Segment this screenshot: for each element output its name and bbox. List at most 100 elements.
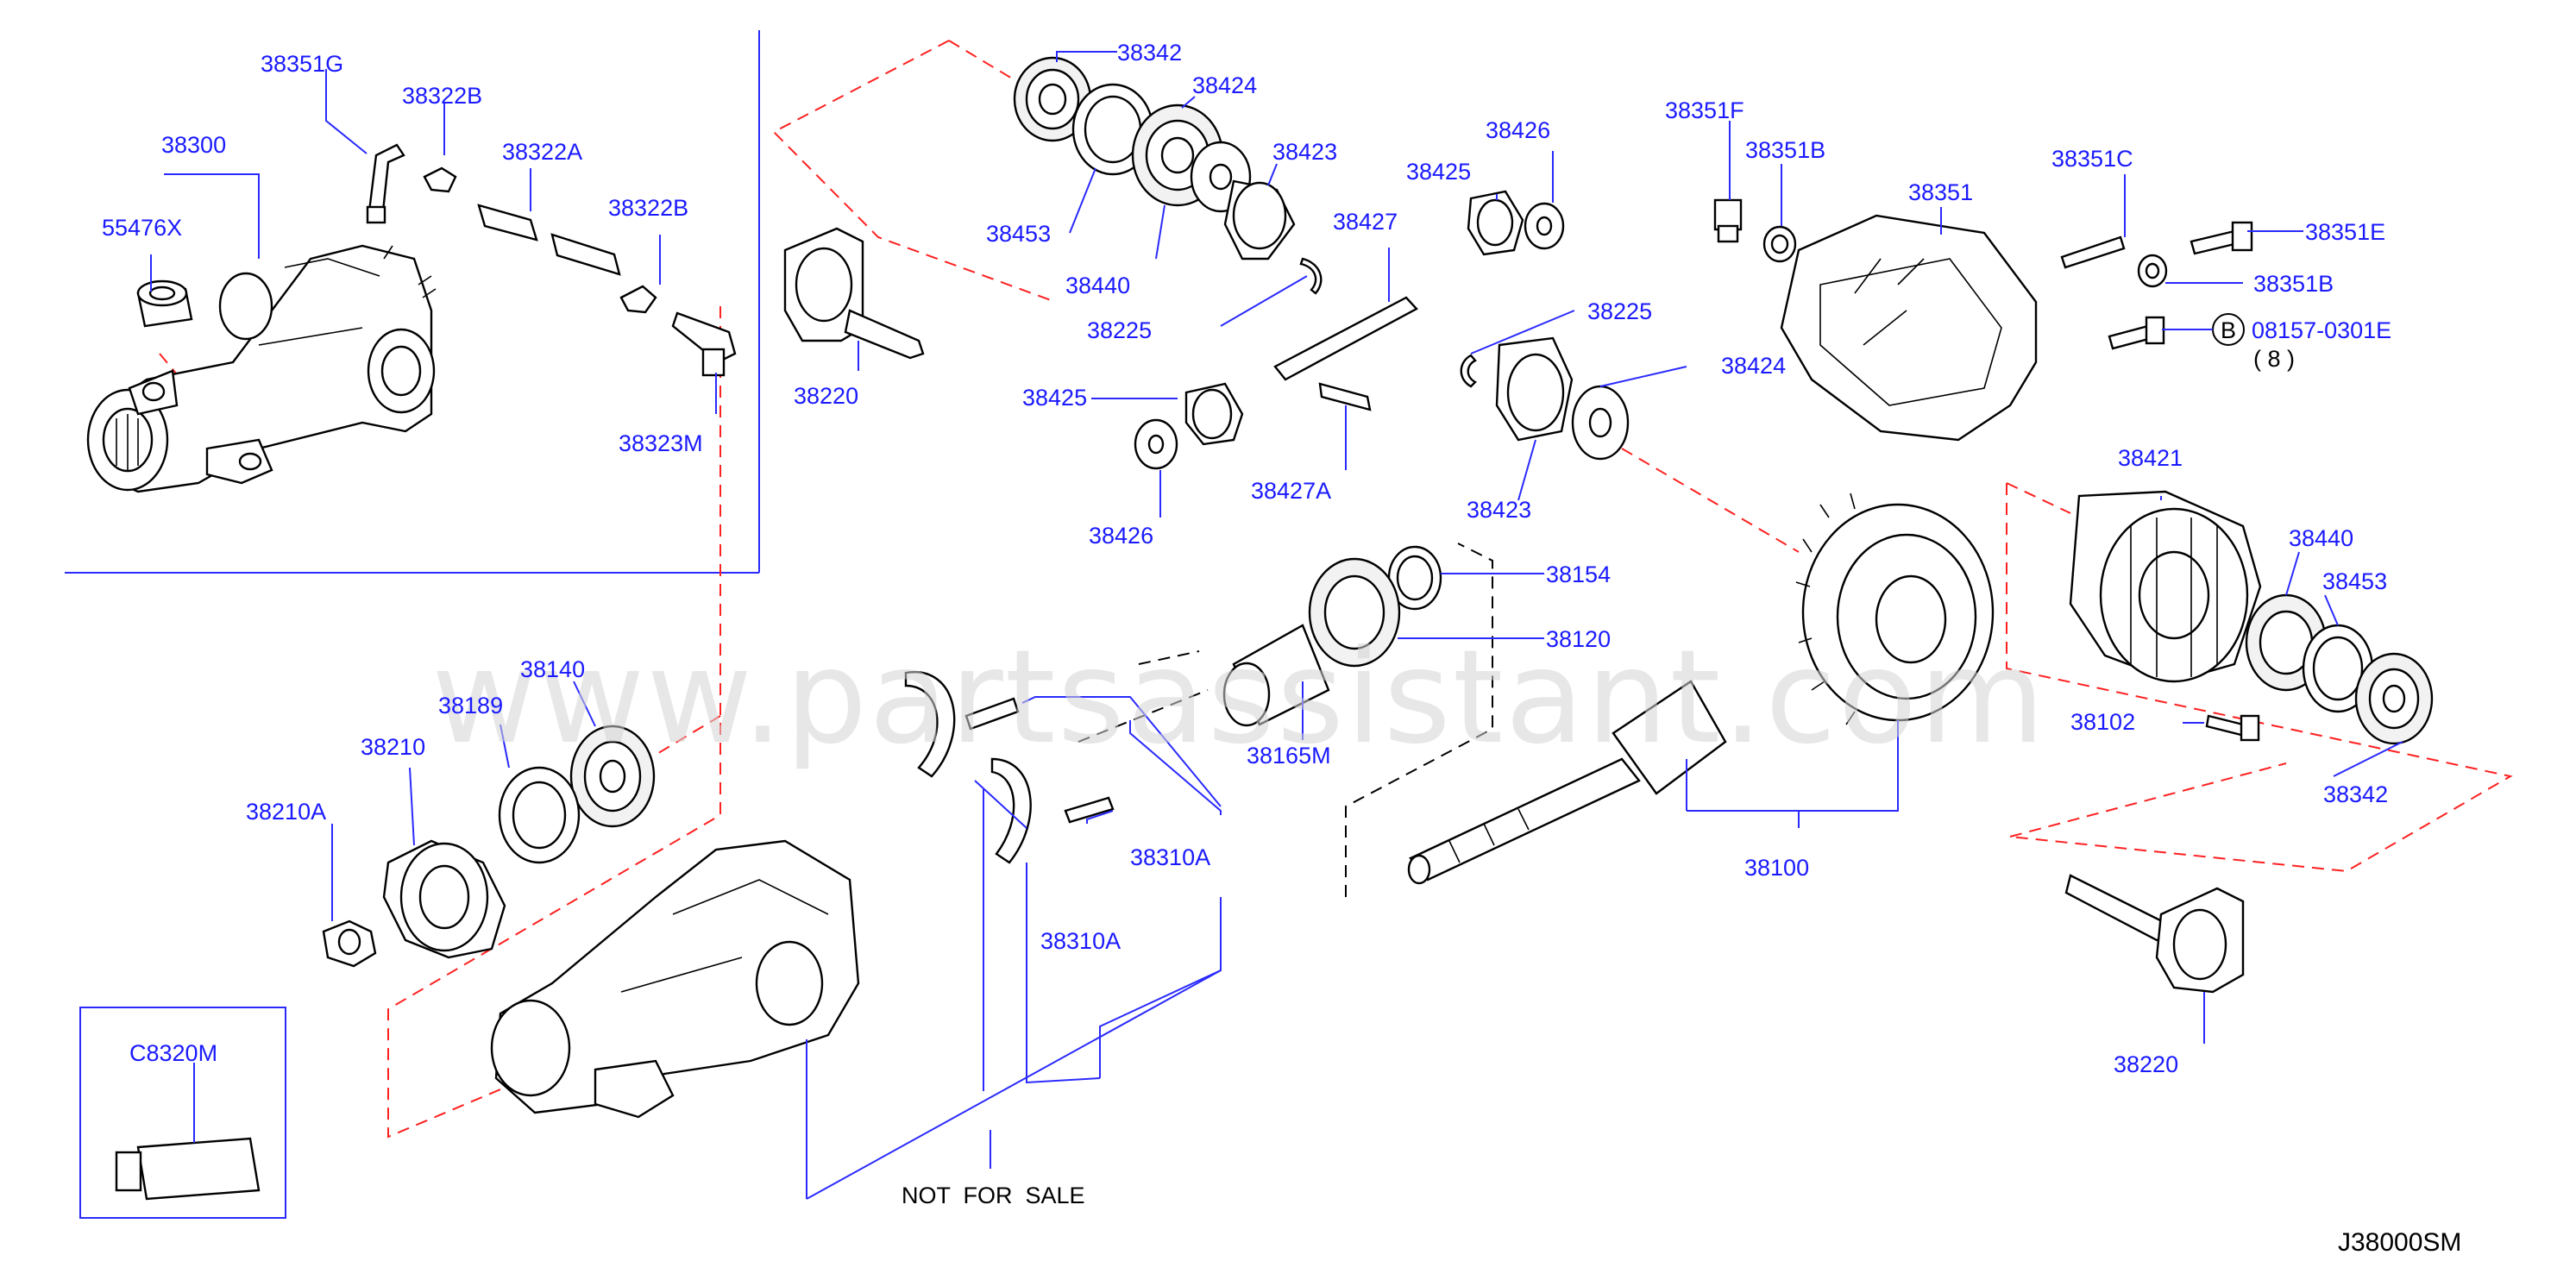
cap-55476X xyxy=(136,279,193,328)
washer-38426-right xyxy=(1524,202,1565,250)
label-38351G: 38351G xyxy=(261,51,343,77)
label-38342-a: 38342 xyxy=(1117,40,1182,66)
side-gear-38423-upper xyxy=(1223,179,1296,260)
label-38351B-b: 38351B xyxy=(2253,271,2334,297)
label-38426-b: 38426 xyxy=(1486,117,1550,143)
label-38225-b: 38225 xyxy=(1587,298,1652,324)
label-38210A: 38210A xyxy=(246,799,326,825)
label-38189: 38189 xyxy=(438,693,503,718)
label-38440-a: 38440 xyxy=(1065,273,1130,298)
companion-flange-38210 xyxy=(382,839,506,959)
pinion-mate-gear-38425-left xyxy=(1184,382,1244,446)
washer-38426-left xyxy=(1134,418,1178,470)
label-bolt-code: 08157-0301E xyxy=(2252,317,2391,343)
hose-38322A xyxy=(477,204,621,276)
label-38427A: 38427A xyxy=(1251,478,1331,504)
rear-cover-38351 xyxy=(1780,214,2038,442)
label-38322A: 38322A xyxy=(502,139,582,165)
label-38425-a: 38425 xyxy=(1022,385,1087,411)
label-38310A-b: 38310A xyxy=(1040,928,1121,954)
spacer-38165M xyxy=(1222,624,1330,727)
breather-38351G xyxy=(366,143,405,224)
bearing-38120 xyxy=(1308,557,1401,668)
side-gear-38423-lower xyxy=(1495,336,1574,442)
carrier-housing xyxy=(490,839,860,1119)
label-38120: 38120 xyxy=(1546,626,1611,652)
diff-case-38421 xyxy=(2069,490,2262,683)
label-38351C: 38351C xyxy=(2051,146,2133,172)
hose-clips-38322B xyxy=(423,166,657,314)
seal-38189 xyxy=(498,766,581,864)
lock-pin-38427A xyxy=(1318,382,1372,411)
label-38102: 38102 xyxy=(2070,709,2135,735)
label-38310A-a: 38310A xyxy=(1130,844,1210,870)
filler-plug-38351E xyxy=(2190,221,2253,255)
mount-bracket-38310A-upper xyxy=(904,670,1020,778)
label-38424-b: 38424 xyxy=(1721,353,1786,379)
bearing-38342-lower xyxy=(2354,652,2434,745)
label-38424-a: 38424 xyxy=(1192,72,1257,98)
leader-lines xyxy=(150,51,2403,1200)
gasket-38351B-upper xyxy=(1762,225,1797,263)
label-38351: 38351 xyxy=(1908,179,1973,205)
label-38440-b: 38440 xyxy=(2289,525,2353,551)
bolt-38102 xyxy=(2205,714,2260,742)
label-38165M: 38165M xyxy=(1247,743,1331,769)
not-for-sale-label: NOT FOR SALE xyxy=(902,1183,1085,1208)
pinion-dashed-guide xyxy=(1345,543,1493,897)
label-38423-b: 38423 xyxy=(1467,497,1531,523)
flange-38220-upper xyxy=(783,227,925,360)
label-38453-b: 38453 xyxy=(2322,568,2387,594)
label-38225-a: 38225 xyxy=(1087,317,1152,343)
sealant-inset-frame xyxy=(79,1007,286,1219)
drain-plug-38351F xyxy=(1713,198,1743,243)
label-38140: 38140 xyxy=(520,656,585,682)
label-38426-a: 38426 xyxy=(1089,523,1153,549)
label-38210: 38210 xyxy=(361,734,425,760)
stud-38351C xyxy=(2060,235,2126,269)
drive-pinion-38100 xyxy=(1407,680,1727,885)
thrust-washer-38424-lower xyxy=(1571,385,1630,461)
snap-ring-38225-upper xyxy=(1299,257,1323,295)
pinion-mate-gear-38425-right xyxy=(1467,190,1524,256)
snap-ring-38225-lower xyxy=(1460,354,1477,388)
part-labels: 38351G 38322B 38300 38322A 55476X 38322B… xyxy=(102,40,2391,1077)
label-38351F: 38351F xyxy=(1665,97,1744,123)
mount-bracket-38310A-lower xyxy=(990,757,1115,864)
pinion-shaft-38427 xyxy=(1273,296,1418,381)
label-38220-b: 38220 xyxy=(2114,1051,2178,1077)
bolt-badge: B xyxy=(2221,317,2236,343)
gasket-38351B-lower xyxy=(2137,254,2168,288)
bearing-38342-upper xyxy=(1013,56,1092,142)
label-38351B-a: 38351B xyxy=(1745,137,1825,163)
label-38342-b: 38342 xyxy=(2323,781,2388,807)
seal-38453-lower xyxy=(2302,624,2374,713)
connector-38323M xyxy=(671,311,737,377)
label-38421: 38421 xyxy=(2118,445,2183,471)
nut-38210A xyxy=(322,919,377,968)
label-38220-a: 38220 xyxy=(794,383,858,409)
label-38323M: 38323M xyxy=(619,430,703,456)
dashed-guides xyxy=(159,40,2513,1139)
washer-38154 xyxy=(1387,545,1442,611)
label-38427: 38427 xyxy=(1333,209,1398,235)
label-38425-b: 38425 xyxy=(1406,159,1471,185)
label-38322B-a: 38322B xyxy=(402,83,482,109)
watermark: www.partsassistant.com xyxy=(431,623,2046,773)
label-38351E: 38351E xyxy=(2305,219,2385,245)
label-38453-a: 38453 xyxy=(986,221,1051,247)
flange-38220-lower xyxy=(2064,874,2245,994)
assembly-inset-frame xyxy=(65,30,760,574)
bearing-38140 xyxy=(569,725,656,828)
cover-bolt xyxy=(2108,316,2165,350)
label-C8320M: C8320M xyxy=(129,1040,217,1066)
label-38100: 38100 xyxy=(1744,855,1809,881)
label-38423-a: 38423 xyxy=(1272,139,1337,165)
label-38300: 38300 xyxy=(161,132,226,158)
label-38154: 38154 xyxy=(1546,562,1611,587)
sealant-tube-C8320M xyxy=(115,1137,261,1201)
differential-assembly-38300 xyxy=(86,244,437,493)
label-bolt-qty: ( 8 ) xyxy=(2253,346,2295,372)
label-38322B-b: 38322B xyxy=(608,195,688,221)
